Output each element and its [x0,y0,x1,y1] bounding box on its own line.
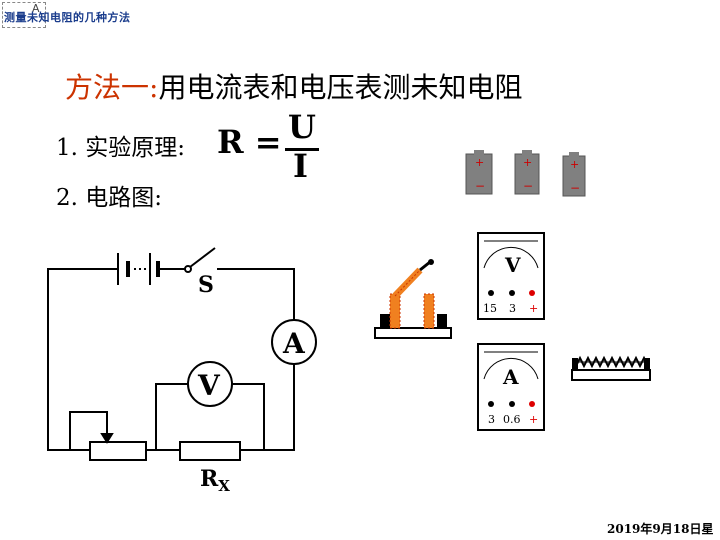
circuit-diagram [47,247,317,461]
formula-numerator: U [288,108,316,146]
ammeter-circle [271,319,317,365]
voltmeter-terminal-plus: + [529,302,538,315]
footer-date: 2019年9月18日星 [607,522,714,536]
voltmeter-terminal-15: 15 [483,302,497,315]
battery-pos: + [570,158,579,171]
ammeter-terminal-06: 0.6 [503,413,521,426]
resistor-label: RX [200,466,230,495]
switch-label: S [198,272,214,298]
battery-cell: + − [465,150,493,195]
diagram-label: 2. 电路图: [56,185,163,211]
ammeter-label: A [282,327,306,360]
voltmeter-face: V [504,253,521,277]
rheostat-body [89,441,147,461]
header-title: 测量未知电阻的几种方法 [4,11,131,24]
resistor-rx [179,441,241,461]
method-text: 用电流表和电压表测未知电阻 [158,71,523,104]
wire-voltmeter-right [232,383,265,450]
battery-pos: + [475,156,484,169]
corner-letter: A [32,2,40,15]
fraction-bar [285,148,319,151]
battery-neg: − [523,179,533,193]
voltmeter-label: V [197,369,221,402]
rheostat-slider [69,411,108,450]
corner-frame [2,2,46,28]
battery-neg: − [475,179,485,193]
formula-eq: = [254,123,282,161]
formula-denominator: I [293,147,308,185]
formula-r: R [217,123,244,161]
battery-neg: − [570,181,580,195]
battery-cell: + − [514,150,540,195]
battery-cell: + − [562,152,586,197]
ammeter-instrument: A 3 0.6 + [477,343,545,431]
formula-lhs: R = [217,123,282,161]
ammeter-face: A [502,365,519,389]
resistor-sub: X [218,477,230,495]
voltmeter-circle [187,361,233,407]
wire-top-right [217,268,295,320]
battery-pos: + [523,156,532,169]
ammeter-terminal-plus: + [529,413,538,426]
voltmeter-instrument: V 15 3 + [477,232,545,320]
method-label: 方法一: [65,71,159,104]
rheostat-arrow [100,433,114,444]
resistor-r: R [200,466,219,492]
wire-voltmeter-left [155,383,188,450]
voltmeter-terminal-3: 3 [509,302,516,315]
switch-contact [184,265,192,273]
switch-blade [189,247,216,268]
ammeter-terminal-3: 3 [488,413,495,426]
knife-switch [374,259,452,339]
wire-right [240,364,295,451]
method-title: 方法一:用电流表和电压表测未知电阻 [65,66,522,106]
principle-label: 1. 实验原理: [56,135,186,161]
rheostat-picture [571,355,651,381]
battery-cells: + − + − + − [465,150,586,197]
